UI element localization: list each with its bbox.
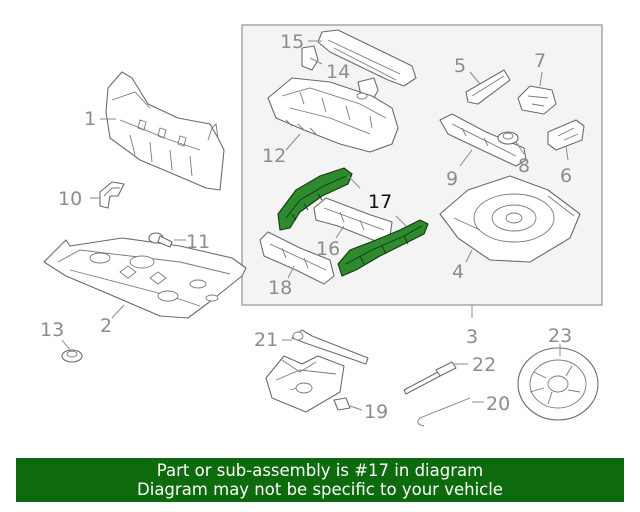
callout-5: 5 [454,55,466,77]
callout-2: 2 [100,315,112,337]
callout-16-leader [335,225,345,239]
banner-line-disclaimer: Diagram may not be specific to your vehi… [137,480,503,499]
callout-8-leader [515,141,525,155]
callout-17-leader-lower [395,215,407,227]
callout-7: 7 [534,50,546,72]
callout-14: 14 [326,61,350,83]
callout-10: 10 [58,188,82,210]
callout-18: 18 [268,277,292,299]
callout-11: 11 [186,231,210,253]
callout-22: 22 [472,354,496,376]
callout-9-leader [459,149,473,167]
callout-9: 9 [446,168,458,190]
parts-diagram: 1 2 3 4 5 6 7 8 9 10 11 12 13 14 15 16 1… [40,24,603,427]
part-9-side-member[interactable] [439,113,527,167]
part-13-grommet[interactable] [61,349,83,363]
part-15-crossmember[interactable] [317,29,417,87]
part-21-lug-wrench[interactable] [291,329,369,365]
callout-14-leader [309,57,323,65]
banner-line-part-number: Part or sub-assembly is #17 in diagram [156,461,484,480]
callout-12: 12 [262,145,286,167]
callout-23: 23 [548,325,572,347]
part-22-tool[interactable] [403,361,457,395]
part-11-bolt[interactable] [148,232,173,248]
callout-17-leader-upper [347,175,361,189]
callout-20: 20 [486,393,510,415]
callout-2-leader [111,304,125,319]
part-jack-assembly[interactable] [265,355,345,413]
part-12-floor-pan[interactable] [267,77,399,153]
callout-8: 8 [518,155,530,177]
callout-4: 4 [452,261,464,283]
part-2-parcel-shelf[interactable] [43,237,247,319]
part-5-bracket[interactable] [465,69,511,105]
callout-5-leader [469,71,481,85]
callout-13: 13 [40,319,64,341]
callout-1: 1 [84,108,96,130]
callout-18-leader [287,265,295,279]
callout-12-leader [285,133,301,151]
info-banner: Part or sub-assembly is #17 in diagram D… [16,458,624,502]
callout-6-leader [565,145,569,161]
part-4-spare-tire-well[interactable] [439,175,581,263]
part-20-hook[interactable] [417,397,471,427]
callout-17: 17 [368,191,392,213]
callout-19-leader [349,405,363,411]
part-7-bracket[interactable] [517,85,557,115]
part-1-rear-panel[interactable] [105,71,225,191]
callout-13-leader [61,339,71,351]
part-17-highlighted[interactable] [277,167,429,277]
part-8-nut[interactable] [497,131,519,145]
part-23-spare-tire-cover[interactable] [517,347,599,421]
callout-4-leader [465,249,473,263]
callout-7-leader [539,71,543,87]
callout-3: 3 [466,326,478,348]
part-6-bracket[interactable] [547,119,585,151]
callout-15: 15 [280,31,304,53]
callout-21: 21 [254,329,278,351]
part-18-reinforcement[interactable] [259,231,335,285]
callout-19: 19 [364,401,388,423]
part-19-jack-handle[interactable] [333,397,351,411]
part-10-bracket[interactable] [99,181,125,209]
callout-16: 16 [316,238,340,260]
callout-6: 6 [560,165,572,187]
